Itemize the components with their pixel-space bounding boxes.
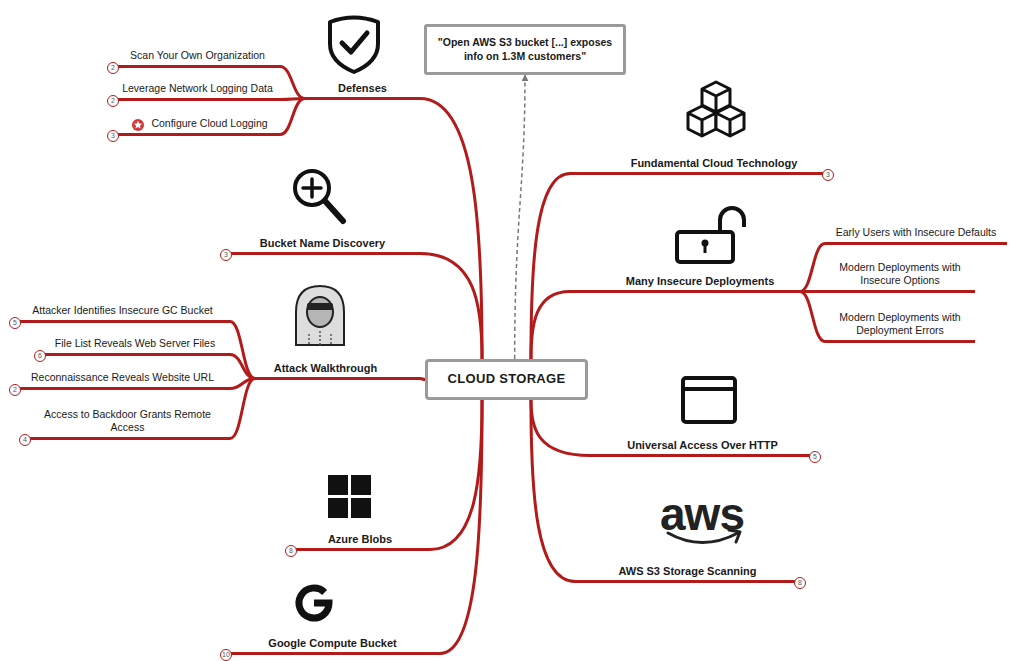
branch-line: [420, 254, 482, 360]
node-text: Fundamental Cloud Technology: [631, 156, 798, 170]
callout-number: 10: [220, 649, 232, 661]
callout-number: 3: [822, 169, 834, 181]
hood-figure: [296, 286, 344, 345]
body-lines: [309, 331, 331, 345]
subtopic: Modern Deployments with Insecure Options: [825, 256, 975, 293]
callout-number: 2: [9, 384, 21, 396]
callout-number: 8: [285, 545, 297, 557]
node-text: Reconnaissance Reveals Website URL: [31, 371, 214, 385]
cube-icon: [716, 106, 744, 136]
subtopic: Configure Cloud Logging: [115, 114, 280, 136]
branch-topic: Attack Walkthrough: [255, 356, 420, 380]
branch-line: [531, 400, 590, 456]
branch-topic: Fundamental Cloud Technology: [570, 150, 828, 175]
subtopic: Leverage Network Logging Data: [115, 79, 280, 101]
branch-line: [280, 99, 305, 135]
node-text: Defenses: [338, 81, 387, 95]
branch-line: [430, 400, 482, 550]
callout-number: 6: [34, 350, 46, 362]
sunglasses: [307, 303, 333, 310]
central-topic: CLOUD STORAGE: [425, 359, 588, 400]
branch-line: [800, 244, 825, 292]
node-text: Universal Access Over HTTP: [627, 438, 778, 452]
subtopic: Early Users with Insecure Defaults: [825, 220, 1007, 245]
logo-text: aws: [660, 491, 744, 537]
node-text: Access to Backdoor Grants Remote Access: [35, 408, 220, 435]
branch-line: [531, 174, 570, 360]
keyhole: [704, 245, 707, 253]
subtopic: Scan Your Own Organization: [115, 46, 280, 68]
branch-line: [230, 379, 255, 439]
callout-number: 5: [809, 451, 821, 463]
browser-bar: [683, 387, 735, 391]
branch-line: [420, 99, 482, 360]
cube-icon: [688, 106, 716, 136]
branch-line: [230, 322, 255, 379]
branch-line: [230, 355, 255, 379]
callout-number: 8: [794, 577, 806, 589]
node-text: Attacker Identifies Insecure GC Bucket: [32, 304, 212, 318]
browser-icon: [683, 378, 735, 422]
branch-topic: Google Compute Bucket: [225, 631, 440, 655]
node-text: CLOUD STORAGE: [448, 371, 566, 388]
node-text: Modern Deployments with Insecure Options: [825, 261, 975, 288]
branch-line: [800, 292, 825, 342]
branch-topic: Azure Blobs: [290, 528, 430, 551]
node-text: Attack Walkthrough: [274, 361, 378, 375]
branch-line: [531, 400, 575, 582]
callout-number: 5: [9, 317, 21, 329]
branch-topic: AWS S3 Storage Scanning: [575, 559, 800, 583]
check-mark: [342, 33, 367, 52]
node-text: Many Insecure Deployments: [626, 274, 775, 288]
subtopic: File List Reveals Web Server Files: [40, 333, 230, 356]
subtopic: Attacker Identifies Insecure GC Bucket: [15, 300, 230, 323]
star-badge: [134, 121, 142, 129]
node-text: Google Compute Bucket: [268, 636, 396, 650]
padlock-shackle: [720, 208, 744, 232]
quote-callout: "Open AWS S3 bucket [...] exposes info o…: [424, 24, 626, 75]
callout-number: 4: [19, 434, 31, 446]
shield-icon: [330, 18, 378, 73]
windows-logo: [351, 498, 371, 518]
node-text: Scan Your Own Organization: [130, 49, 265, 63]
subtopic: Access to Backdoor Grants Remote Access: [25, 402, 230, 440]
node-text: Modern Deployments with Deployment Error…: [825, 311, 975, 338]
node-text: File List Reveals Web Server Files: [55, 337, 215, 351]
branch-topic: Universal Access Over HTTP: [590, 432, 815, 457]
branch-line: [280, 67, 305, 99]
windows-logo: [351, 475, 371, 495]
node-text: Configure Cloud Logging: [151, 117, 267, 131]
callout-number: 3: [220, 249, 232, 261]
callout-number: 2: [107, 95, 119, 107]
node-text: "Open AWS S3 bucket [...] exposes info o…: [431, 36, 619, 63]
node-text: Azure Blobs: [328, 532, 392, 546]
face: [307, 297, 333, 327]
callout-number: 2: [107, 62, 119, 74]
windows-logo: [328, 475, 348, 495]
magnifier-handle: [325, 201, 343, 221]
branch-topic: Many Insecure Deployments: [570, 269, 800, 293]
callout-number: 3: [107, 130, 119, 142]
branch-line: [440, 400, 482, 654]
magnifier-plus: [303, 179, 321, 197]
node-text: Bucket Name Discovery: [260, 236, 385, 250]
node-text: Leverage Network Logging Data: [122, 82, 273, 96]
subtopic: Modern Deployments with Deployment Error…: [825, 306, 975, 343]
branch-line: [531, 292, 570, 360]
windows-logo: [328, 498, 348, 518]
node-text: Early Users with Insecure Defaults: [836, 226, 996, 240]
branch-topic: Defenses: [305, 78, 420, 100]
google-logo: [299, 588, 329, 618]
branch-topic: Bucket Name Discovery: [225, 231, 420, 255]
star-badge: [132, 119, 144, 131]
subtopic: Reconnaissance Reveals Website URL: [15, 367, 230, 390]
dashed-arrow: [515, 75, 525, 359]
padlock-body: [677, 232, 733, 262]
node-text: AWS S3 Storage Scanning: [618, 564, 756, 578]
